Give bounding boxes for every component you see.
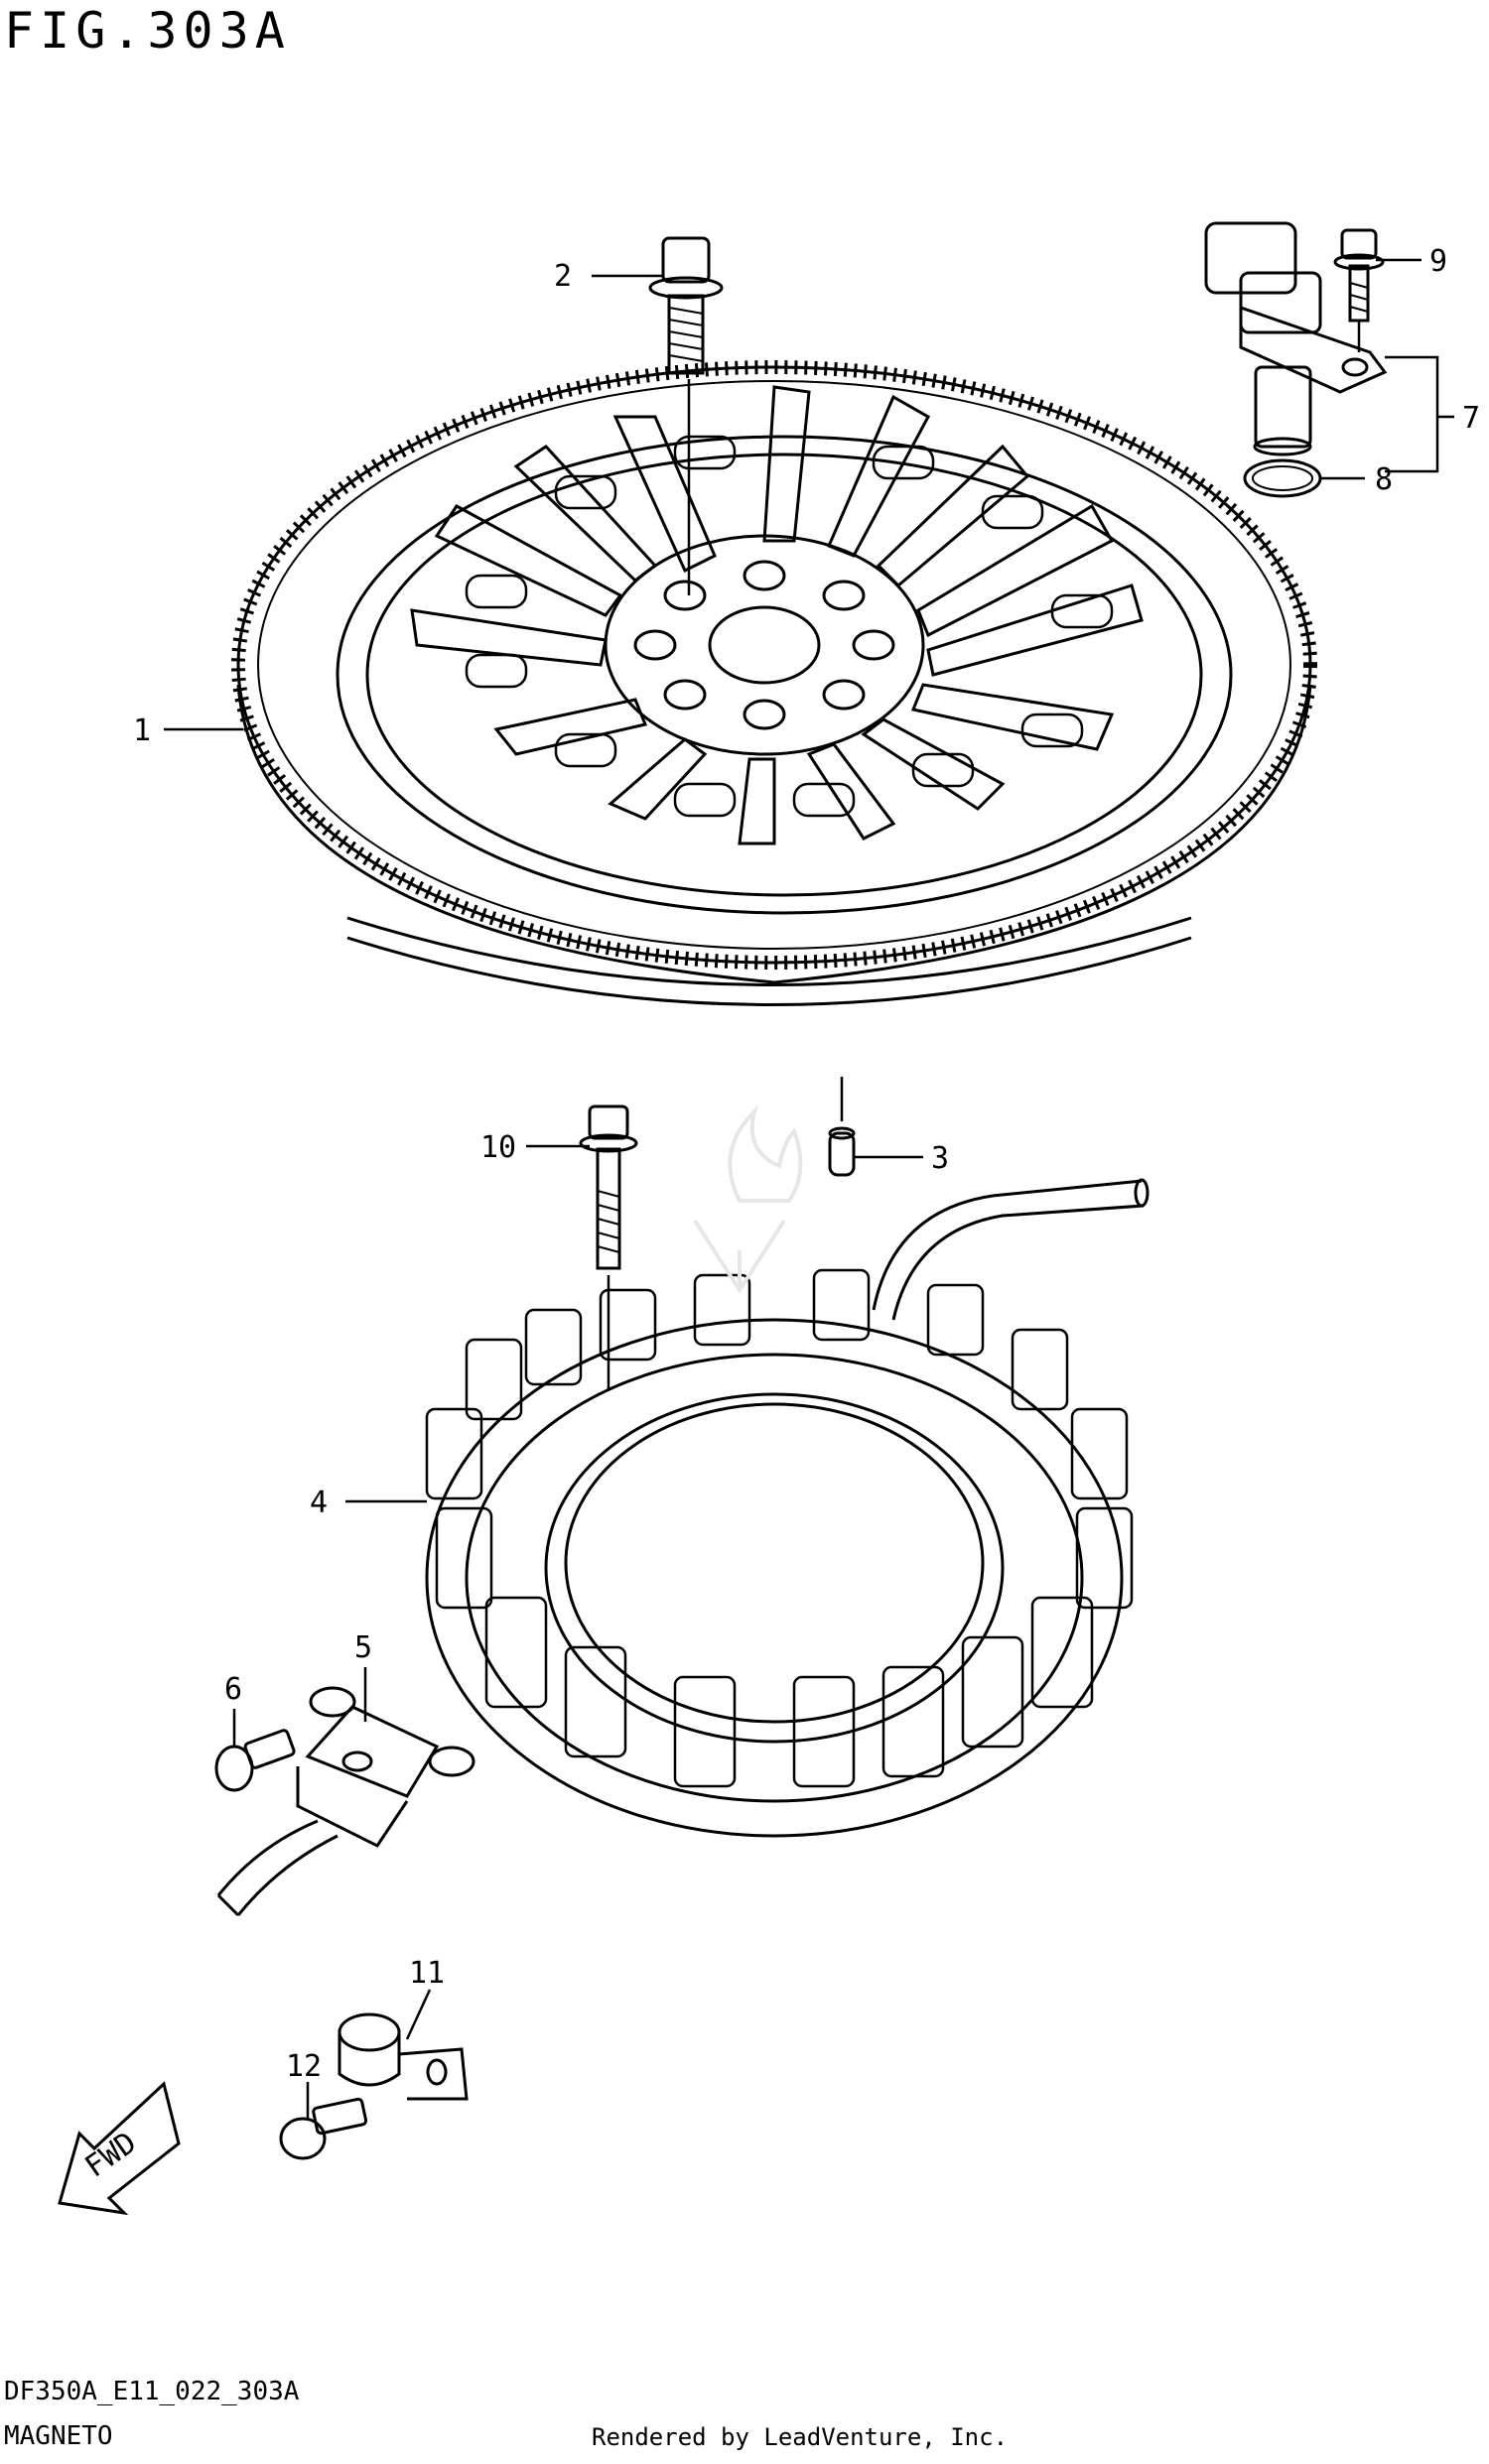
stator[interactable]: [425, 1178, 1150, 1838]
clamp-bolt[interactable]: [279, 2097, 368, 2160]
wire-clamp[interactable]: [338, 2012, 469, 2101]
fwd-label: FWD: [79, 2126, 143, 2185]
callout-8: 8: [1375, 462, 1393, 497]
callout-3: 3: [931, 1141, 949, 1176]
flywheel[interactable]: [231, 360, 1317, 1006]
callout-4: 4: [310, 1486, 328, 1520]
pulser-coil[interactable]: [216, 1686, 475, 1917]
figure-title: FIG.303A: [4, 2, 291, 60]
crank-position-sensor[interactable]: [1204, 221, 1388, 456]
callout-1: 1: [133, 713, 151, 748]
callout-12: 12: [286, 2049, 322, 2084]
callout-numbers: 1 2 3 4 5 6 7 8 9 10 11 12: [133, 244, 1480, 2084]
callout-6: 6: [224, 1672, 242, 1707]
pulser-screw[interactable]: [214, 1729, 296, 1792]
callout-5: 5: [354, 1630, 372, 1665]
callout-11: 11: [409, 1956, 445, 1991]
flywheel-bolt[interactable]: [648, 236, 724, 375]
callout-9: 9: [1429, 244, 1447, 279]
watermark-logo: [693, 1104, 803, 1294]
leader-lines: [164, 258, 1454, 2119]
fwd-arrow-icon: [58, 2081, 181, 2216]
section-name: MAGNETO: [4, 2421, 113, 2451]
callout-2: 2: [554, 259, 572, 294]
callout-7: 7: [1462, 401, 1480, 436]
callout-10: 10: [480, 1130, 516, 1165]
figure-code: DF350A_E11_022_303A: [4, 2377, 300, 2406]
key-pin[interactable]: [828, 1126, 856, 1177]
sensor-bolt[interactable]: [1333, 228, 1385, 323]
stator-bolt[interactable]: [579, 1104, 638, 1270]
render-credit: Rendered by LeadVenture, Inc.: [592, 2423, 1009, 2451]
o-ring[interactable]: [1243, 458, 1322, 498]
